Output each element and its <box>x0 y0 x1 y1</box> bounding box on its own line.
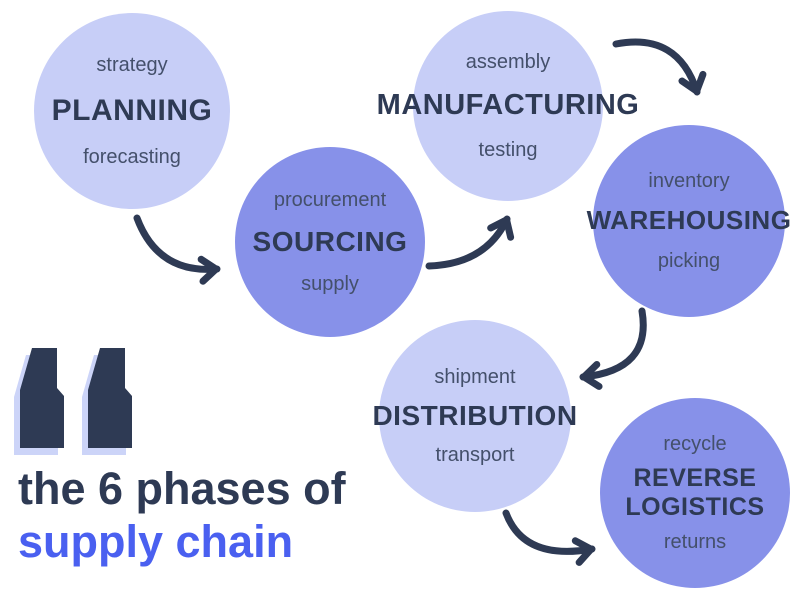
phase-label: WAREHOUSING <box>586 205 792 236</box>
phase-sub-label: recycle <box>663 433 727 456</box>
phase-sub-label: inventory <box>648 170 730 193</box>
arrow-manufacturing-to-warehousing <box>612 38 707 96</box>
phase-circle-planning: strategy PLANNING forecasting <box>34 13 230 209</box>
quote-icon <box>14 348 132 455</box>
phase-label: SOURCING <box>252 225 408 257</box>
phase-label: PLANNING <box>51 93 213 127</box>
phase-circle-warehousing: inventory WAREHOUSING picking <box>587 125 791 317</box>
phase-sub-label: testing <box>478 138 538 161</box>
title-line-1: the 6 phases of <box>18 463 346 514</box>
title-line-2: supply chain <box>18 516 294 567</box>
arrow-warehousing-to-distribution <box>579 307 647 390</box>
phase-circle-manufacturing: assembly MANUFACTURING testing <box>377 11 639 201</box>
phase-sub-label: supply <box>301 273 359 296</box>
phase-label: REVERSE LOGISTICS <box>625 464 765 521</box>
phase-sub-label: forecasting <box>83 146 181 169</box>
phase-label: MANUFACTURING <box>376 89 640 122</box>
phase-sub-label: assembly <box>465 51 551 74</box>
phase-circle-distribution: shipment DISTRIBUTION transport <box>372 320 577 512</box>
phase-sub-label: returns <box>663 530 727 553</box>
phase-label: DISTRIBUTION <box>372 399 578 431</box>
page-title: the 6 phases of supply chain <box>18 462 346 568</box>
phase-circle-sourcing: procurement SOURCING supply <box>235 147 425 337</box>
phase-sub-label: shipment <box>434 365 516 388</box>
phase-sub-label: picking <box>657 249 721 272</box>
phase-circle-reverse-logistics: recycle REVERSE LOGISTICS returns <box>600 398 790 588</box>
phase-sub-label: procurement <box>273 188 387 211</box>
arrow-distribution-to-reverse <box>502 509 596 566</box>
arrow-sourcing-to-manufacturing <box>425 215 515 270</box>
phase-sub-label: transport <box>435 444 515 467</box>
phase-sub-label: strategy <box>96 53 168 76</box>
arrow-planning-to-sourcing <box>133 214 221 285</box>
